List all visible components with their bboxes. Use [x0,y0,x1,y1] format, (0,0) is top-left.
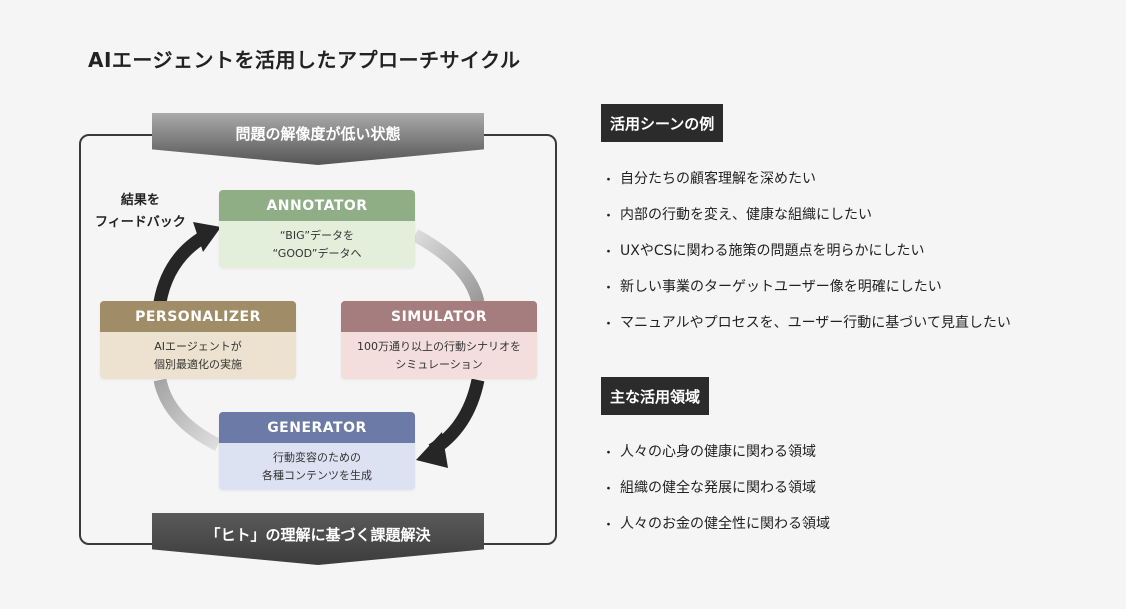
use-case-item: ・UXやCSに関わる施策の問題点を明らかにしたい [602,232,1011,268]
generator-card: GENERATOR 行動変容のための 各種コンテンツを生成 [219,412,415,490]
bullet-dot: ・ [602,208,616,224]
personalizer-card: PERSONALIZER AIエージェントが 個別最適化の実施 [100,301,296,379]
simulator-card-line1: 100万通り以上の行動シナリオを [357,339,521,353]
area-item: ・人々の心身の健康に関わる領域 [602,433,830,469]
arc-generator-personalizer [153,378,221,451]
use-case-item-text: UXやCSに関わる施策の問題点を明らかにしたい [620,243,925,259]
area-item-text: 組織の健全な発展に関わる領域 [620,480,816,496]
use-case-item: ・自分たちの顧客理解を深めたい [602,160,1011,196]
bullet-dot: ・ [602,445,616,461]
use-case-item-text: 内部の行動を変え、健康な組織にしたい [620,207,872,223]
personalizer-card-body: AIエージェントが 個別最適化の実施 [100,332,296,379]
area-item-text: 人々のお金の健全性に関わる領域 [620,516,830,532]
arc-personalizer-annotator [153,230,209,304]
simulator-card-line2: シミュレーション [395,357,483,371]
use-case-item-text: マニュアルやプロセスを、ユーザー行動に基づいて見直したい [620,315,1011,331]
use-case-item: ・マニュアルやプロセスを、ユーザー行動に基づいて見直したい [602,304,1011,340]
feedback-label-line1: 結果を [120,193,160,208]
annotator-card: ANNOTATOR “BIG”データを “GOOD”データへ [219,190,415,268]
annotator-card-body: “BIG”データを “GOOD”データへ [219,221,415,268]
annotator-card-title: ANNOTATOR [219,190,415,221]
use-case-item: ・新しい事業のターゲットユーザー像を明確にしたい [602,268,1011,304]
annotator-card-line1: “BIG”データを [279,228,355,242]
bullet-dot: ・ [602,517,616,533]
bullet-dot: ・ [602,172,616,188]
feedback-label: 結果を フィードバック [95,190,186,234]
area-item: ・組織の健全な発展に関わる領域 [602,469,830,505]
areas-list: ・人々の心身の健康に関わる領域・組織の健全な発展に関わる領域・人々のお金の健全性… [602,433,830,541]
simulator-card-body: 100万通り以上の行動シナリオを シミュレーション [341,332,537,379]
personalizer-card-line2: 個別最適化の実施 [154,357,242,371]
area-item-text: 人々の心身の健康に関わる領域 [620,444,816,460]
simulator-card-title: SIMULATOR [341,301,537,332]
use-cases-list: ・自分たちの顧客理解を深めたい・内部の行動を変え、健康な組織にしたい・UXやCS… [602,160,1011,340]
simulator-card: SIMULATOR 100万通り以上の行動シナリオを シミュレーション [341,301,537,379]
arrowhead-generator [416,432,448,468]
page-title: AIエージェントを活用したアプローチサイクル [88,48,521,72]
personalizer-card-title: PERSONALIZER [100,301,296,332]
use-cases-heading: 活用シーンの例 [601,104,724,142]
annotator-card-line2: “GOOD”データへ [272,246,362,260]
use-case-item-text: 新しい事業のターゲットユーザー像を明確にしたい [620,279,942,295]
areas-heading: 主な活用領域 [601,377,710,415]
personalizer-card-line1: AIエージェントが [154,339,242,353]
generator-card-body: 行動変容のための 各種コンテンツを生成 [219,443,415,490]
use-case-item-text: 自分たちの顧客理解を深めたい [620,171,816,187]
bullet-dot: ・ [602,244,616,260]
bullet-dot: ・ [602,481,616,497]
feedback-label-line2: フィードバック [95,215,186,230]
bullet-dot: ・ [602,280,616,296]
bullet-dot: ・ [602,316,616,332]
arrowhead-annotator [193,222,221,252]
arc-annotator-simulator [411,229,485,304]
generator-card-line2: 各種コンテンツを生成 [262,468,372,482]
generator-card-line1: 行動変容のための [273,450,361,464]
use-case-item: ・内部の行動を変え、健康な組織にしたい [602,196,1011,232]
area-item: ・人々のお金の健全性に関わる領域 [602,505,830,541]
generator-card-title: GENERATOR [219,412,415,443]
